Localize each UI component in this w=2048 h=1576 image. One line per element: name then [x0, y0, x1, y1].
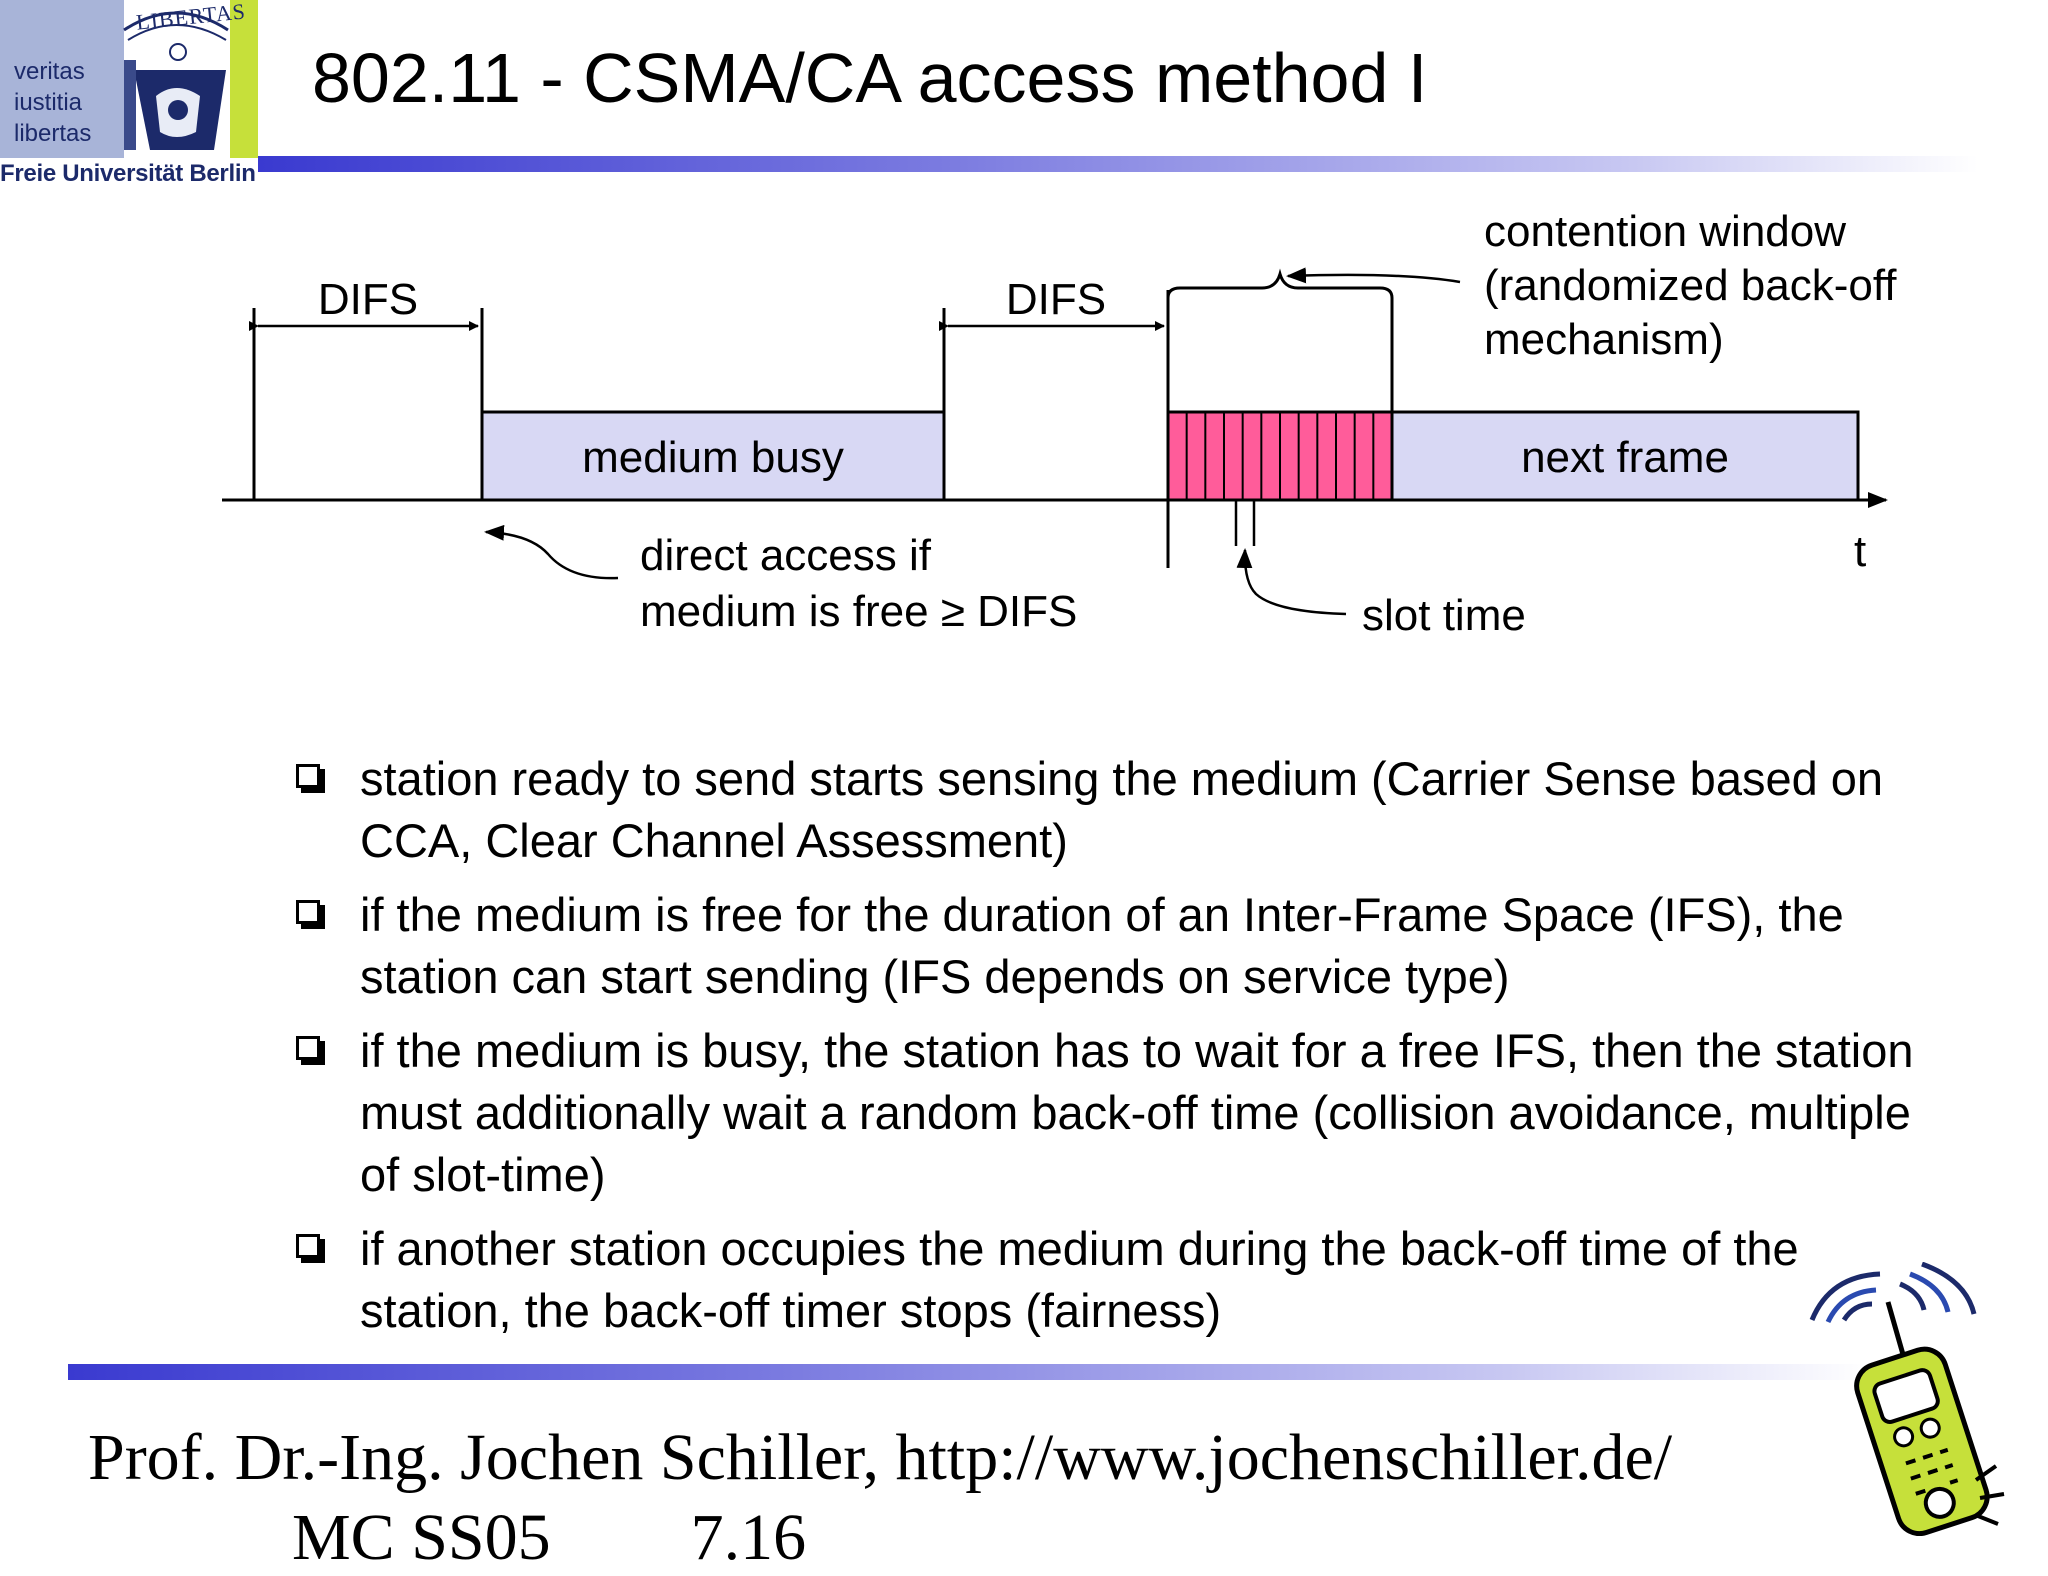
motto-iustitia: iustitia — [14, 89, 83, 116]
contention-window-text: contention window (randomized back-off m… — [1484, 207, 1909, 364]
time-axis-label: t — [1854, 527, 1866, 576]
checkbox-bullet-icon — [296, 764, 320, 788]
medium-busy-block — [480, 410, 946, 502]
slot-time-label: slot time — [1362, 591, 1526, 640]
direct-access-line-1: direct access if — [640, 531, 932, 580]
direct-access-pointer — [484, 524, 619, 580]
bullet-text: station ready to send starts sensing the… — [360, 752, 1884, 867]
slot-time-pointer — [1236, 548, 1347, 616]
university-name: Freie Universität Berlin — [0, 160, 256, 187]
contention-window-brace — [1166, 268, 1394, 412]
bullet-item: station ready to send starts sensing the… — [296, 748, 1916, 872]
slide: LIBERTAS veritas iustitia libertas Freie… — [0, 0, 2005, 1574]
contention-window-line-2: (randomized back-off — [1484, 261, 1897, 310]
bullet-text: if the medium is free for the duration o… — [360, 888, 1844, 1003]
contention-window-line-3: mechanism) — [1484, 315, 1724, 364]
checkbox-bullet-icon — [296, 900, 320, 924]
bullet-list: station ready to send starts sensing the… — [296, 748, 1916, 1354]
difs-1-label: DIFS — [318, 275, 418, 324]
page-number: 7.16 — [690, 1501, 807, 1574]
logo-mottos: veritas iustitia libertas — [14, 56, 91, 149]
motto-veritas: veritas — [14, 58, 85, 85]
footer-course-line: MC SS05 7.16 — [292, 1500, 946, 1576]
checkbox-bullet-icon — [296, 1036, 320, 1060]
course-code: MC SS05 — [292, 1501, 551, 1574]
bullet-text: if another station occupies the medium d… — [360, 1222, 1799, 1337]
difs-2-label: DIFS — [1006, 275, 1106, 324]
checkbox-bullet-icon — [296, 1234, 320, 1258]
direct-access-line-2: medium is free ≥ DIFS — [640, 587, 1077, 636]
next-frame-label: next frame — [1521, 433, 1729, 482]
contention-window-pointer — [1286, 267, 1461, 284]
university-logo: LIBERTAS veritas iustitia libertas Freie… — [0, 0, 258, 187]
footer-rule — [68, 1364, 1868, 1380]
slide-title: 802.11 - CSMA/CA access method I — [312, 39, 1428, 117]
direct-access-text: direct access if medium is free ≥ DIFS — [640, 531, 1077, 636]
motto-libertas: libertas — [14, 120, 92, 147]
next-frame-block — [1390, 410, 1860, 502]
header-rule — [258, 156, 1978, 172]
footer-author: Prof. Dr.-Ing. Jochen Schiller, http://w… — [88, 1421, 1673, 1494]
contention-window-line-1: contention window — [1484, 207, 1846, 256]
bullet-text: if the medium is busy, the station has t… — [360, 1024, 1914, 1201]
university-seal-icon — [0, 0, 258, 158]
medium-busy-label: medium busy — [582, 433, 844, 482]
mobile-phone-icon — [1809, 1262, 2005, 1536]
bullet-item: if the medium is free for the duration o… — [296, 884, 1916, 1008]
slot-divider-group — [1185, 412, 1375, 500]
bullet-item: if the medium is busy, the station has t… — [296, 1020, 1916, 1206]
csma-ca-timing-diagram: DIFS medium busy DIFS contention window … — [222, 207, 1909, 640]
bullet-item: if another station occupies the medium d… — [296, 1218, 1916, 1342]
